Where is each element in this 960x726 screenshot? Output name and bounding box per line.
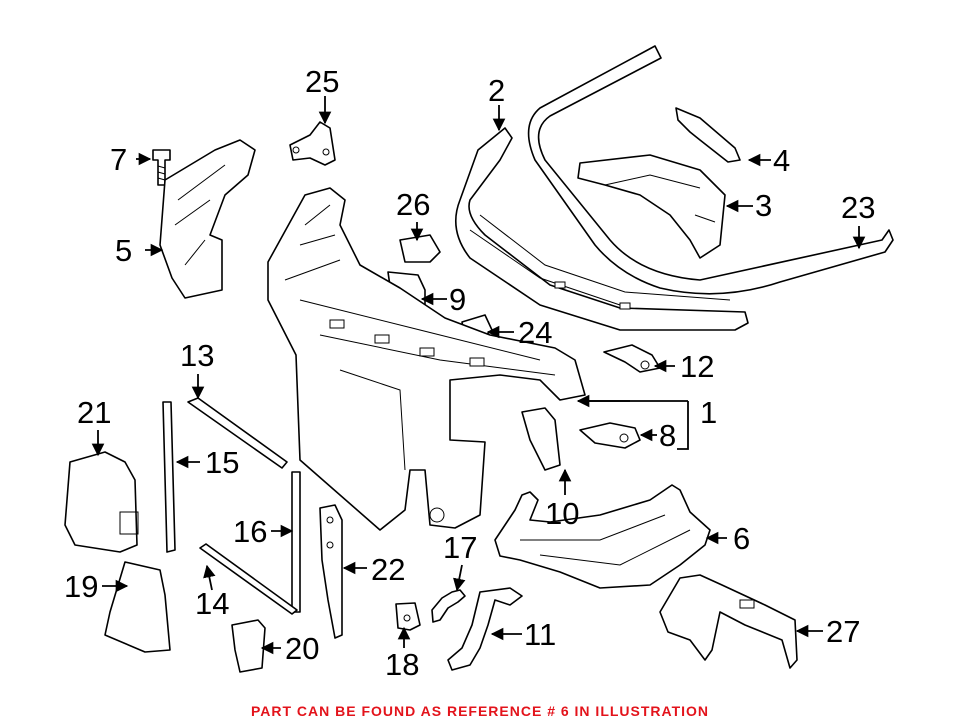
part-26-clip (399, 234, 441, 263)
part-8-bracket (579, 422, 641, 449)
callout-14: 14 (195, 586, 229, 621)
callout-26: 26 (396, 187, 430, 222)
part-18-clip (395, 602, 421, 631)
callout-11: 11 (524, 617, 556, 652)
callout-22: 22 (371, 552, 405, 587)
part-3-air-duct (577, 154, 726, 259)
part-13-seal (187, 397, 288, 469)
part-6-lower-bracket (494, 484, 711, 589)
part-20-bracket (231, 619, 266, 673)
callout-7: 7 (110, 142, 127, 177)
callout-3: 3 (755, 188, 772, 223)
part-10-bracket (521, 407, 561, 471)
callout-24: 24 (518, 315, 552, 350)
part-11-bracket (447, 587, 523, 671)
part-19-duct (104, 561, 171, 653)
part-25-bracket (289, 121, 336, 166)
part-16-seal (291, 471, 301, 613)
callout-15: 15 (205, 445, 239, 480)
part-22-bracket (319, 504, 343, 639)
reference-note: PART CAN BE FOUND AS REFERENCE # 6 IN IL… (250, 703, 710, 719)
part-17-hose (431, 589, 466, 623)
callout-10: 10 (545, 496, 579, 531)
callout-27: 27 (826, 614, 860, 649)
part-2-upper-cross-member (454, 127, 749, 331)
callout-12: 12 (680, 349, 714, 384)
callout-25: 25 (305, 64, 339, 99)
part-12-bracket (603, 344, 661, 373)
callout-13: 13 (180, 338, 214, 373)
callout-18: 18 (385, 647, 419, 682)
part-4-bracket (675, 107, 741, 163)
part-21-module (64, 451, 139, 553)
callout-9: 9 (449, 282, 466, 317)
callout-4: 4 (773, 143, 790, 178)
callout-labels: 1 2 3 4 5 6 7 8 9 10 11 12 13 14 15 16 1… (64, 64, 875, 682)
part-14-seal (199, 543, 298, 615)
callout-20: 20 (285, 631, 319, 666)
leader-lines (91, 96, 866, 655)
part-1-radiator-support (267, 187, 586, 531)
callout-1: 1 (700, 395, 717, 430)
callout-2: 2 (488, 73, 505, 108)
part-27-bracket (659, 574, 798, 669)
callout-8: 8 (659, 418, 676, 453)
callout-17: 17 (443, 530, 477, 565)
part-23-seal-strip (527, 45, 894, 295)
part-15-seal (162, 401, 176, 553)
callout-23: 23 (841, 190, 875, 225)
callout-5: 5 (115, 233, 132, 268)
part-5-side-bracket (159, 139, 256, 299)
callout-21: 21 (77, 395, 111, 430)
callout-16: 16 (233, 514, 267, 549)
callout-6: 6 (733, 521, 750, 556)
callout-19: 19 (64, 569, 98, 604)
